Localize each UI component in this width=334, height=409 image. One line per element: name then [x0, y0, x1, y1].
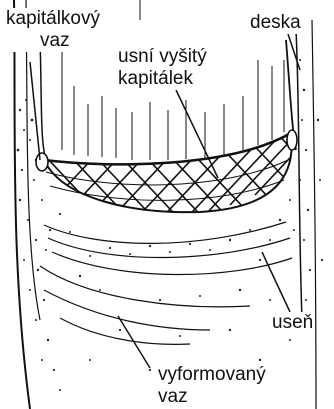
- label-board-text: deska: [250, 12, 301, 34]
- leader-headband-tie: [30, 62, 40, 160]
- leader-board: [288, 34, 300, 70]
- label-headband-tie-line2: vaz: [6, 30, 100, 52]
- label-sewn-headband: usní vyšitý kapitálek: [116, 46, 209, 90]
- left-board: [14, 0, 46, 409]
- label-headband-tie-line1: kapitálkový: [6, 8, 100, 30]
- leader-leather: [262, 252, 290, 312]
- label-leather: useň: [270, 312, 315, 334]
- label-formed-tie-line1: vyformovaný: [158, 364, 266, 386]
- leather-curves: [40, 222, 292, 344]
- leader-formed-tie: [118, 316, 150, 368]
- label-sewn-headband-line2: kapitálek: [118, 68, 207, 90]
- label-sewn-headband-line1: usní vyšitý: [118, 46, 207, 68]
- sewn-headband: [30, 110, 334, 225]
- label-headband-tie: kapitálkový vaz: [4, 8, 102, 52]
- label-formed-tie: vyformovaný vaz: [156, 364, 268, 408]
- right-board: [286, 20, 316, 409]
- label-leather-text: useň: [272, 312, 313, 334]
- label-formed-tie-line2: vaz: [158, 386, 266, 408]
- label-board: deska: [248, 12, 303, 34]
